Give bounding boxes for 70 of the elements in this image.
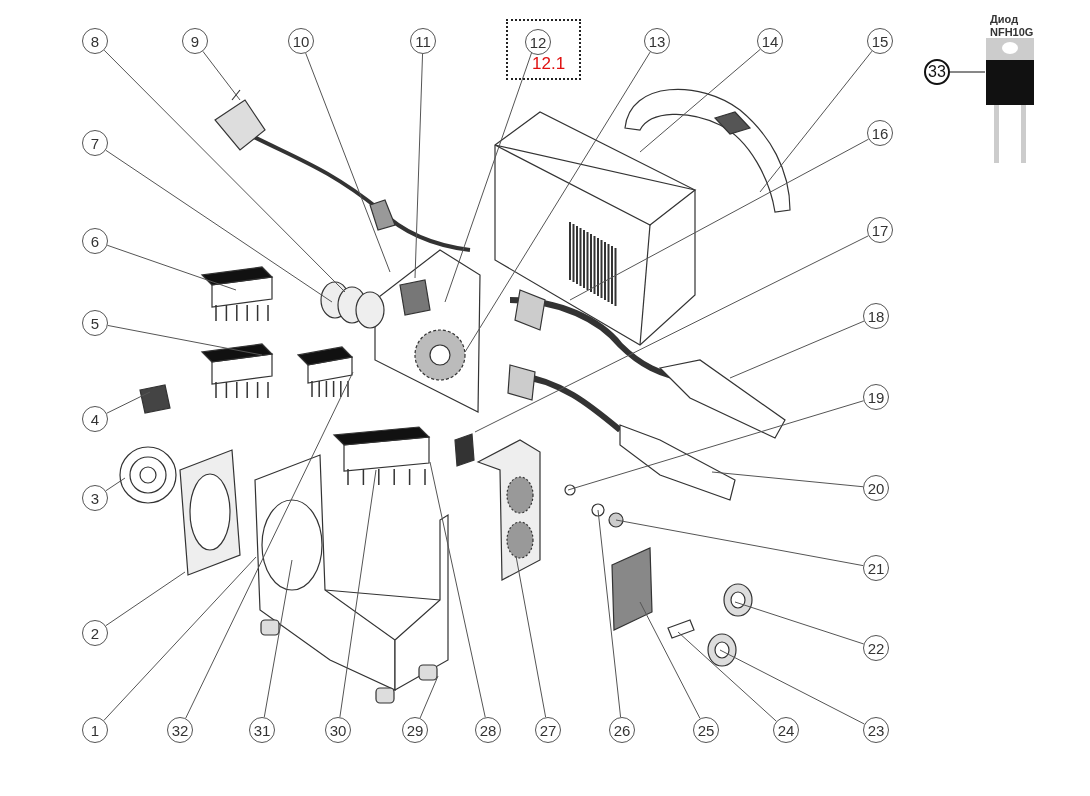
leader-line [105,571,186,627]
callout-number: 32 [167,717,193,743]
leader-line [569,138,870,301]
leader-line [677,631,777,722]
leader-line [639,601,701,719]
callout-number: 7 [82,130,108,156]
leader-line [305,52,391,273]
callout-number: 33 [924,59,950,85]
leader-line [185,371,354,719]
leader-line [419,675,439,719]
callout-number: 10 [288,28,314,54]
leader-line [567,400,865,491]
callout-number: 24 [773,717,799,743]
callout-number: 9 [182,28,208,54]
callout-number: 26 [609,717,635,743]
callout-number: 13 [644,28,670,54]
callout-number: 14 [757,28,783,54]
leader-line [597,509,622,718]
part-name: Диод NFH10G [990,13,1034,39]
callout-number: 31 [249,717,275,743]
leader-line [414,53,424,279]
leader-line [759,50,873,193]
callout-number: 1 [82,717,108,743]
callout-number: 4 [82,406,108,432]
leader-line [263,559,293,718]
leader-line [729,320,865,379]
callout-number: 25 [693,717,719,743]
callout-number: 16 [867,120,893,146]
leader-line [639,48,761,153]
leader-line [474,235,869,433]
callout-number: 8 [82,28,108,54]
callout-number: 15 [867,28,893,54]
leader-line [202,50,241,101]
callout-number: 29 [402,717,428,743]
callout-number: 28 [475,717,501,743]
callout-number: 21 [863,555,889,581]
leader-line [429,461,486,718]
leader-line [105,477,126,492]
leader-line [106,244,237,291]
callout-number: 30 [325,717,351,743]
leader-line [339,469,377,718]
callout-number: 22 [863,635,889,661]
leader-line [711,471,864,488]
leader-line [515,555,547,718]
leader-line [734,601,865,645]
leader-line [107,324,263,356]
callout-number: 3 [82,485,108,511]
callout-number: 11 [410,28,436,54]
leader-line [615,519,864,567]
dotted-frame [506,19,581,80]
callout-number: 5 [82,310,108,336]
leader-line [105,149,333,303]
leader-line [949,71,986,73]
leader-line [106,391,151,414]
callout-number: 23 [863,717,889,743]
leader-line [103,49,346,293]
diode-picture [985,38,1035,163]
leader-line [444,51,533,303]
callout-number: 17 [867,217,893,243]
leader-line [719,649,865,725]
callout-number: 6 [82,228,108,254]
callout-number: 2 [82,620,108,646]
callout-number: 20 [863,475,889,501]
leader-line [103,556,257,721]
callout-number: 18 [863,303,889,329]
callout-number: 27 [535,717,561,743]
callout-number: 12.1 [532,54,566,74]
callout-number: 19 [863,384,889,410]
callout-number: 12 [525,29,551,55]
leader-line [464,51,651,353]
